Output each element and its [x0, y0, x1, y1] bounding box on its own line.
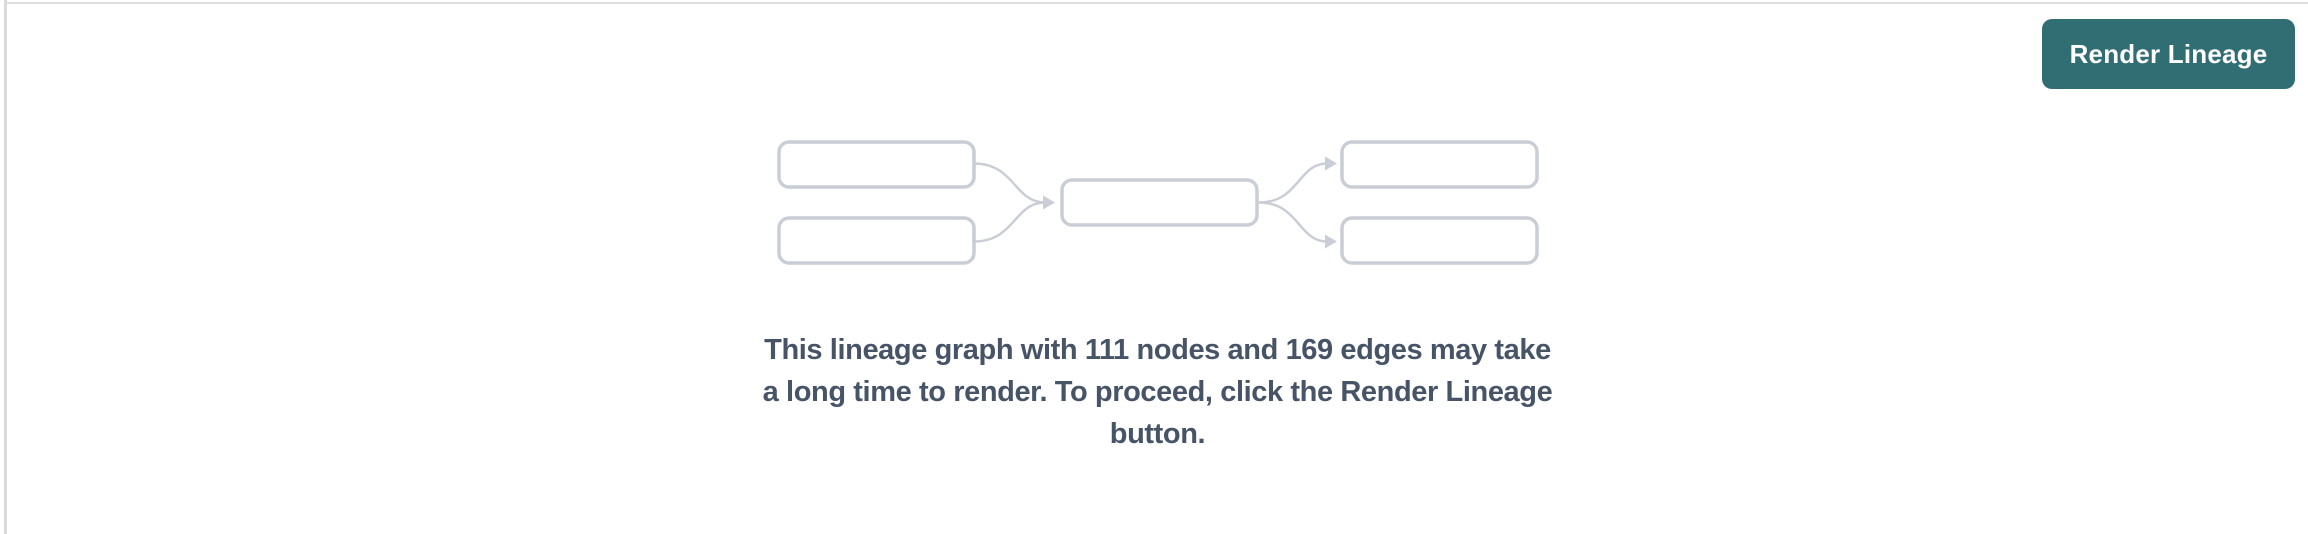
- arrowhead-center: [1042, 195, 1055, 210]
- arrowhead-topright: [1324, 156, 1337, 171]
- edge-bottomleft-to-center: [973, 201, 1045, 243]
- node-box-center: [1059, 178, 1259, 227]
- render-warning-message: This lineage graph with 111 nodes and 16…: [763, 329, 1553, 455]
- lineage-placeholder-graphic: [776, 140, 1539, 265]
- lineage-prompt-area: This lineage graph with 111 nodes and 16…: [7, 0, 2308, 534]
- render-lineage-button[interactable]: Render Lineage: [2042, 19, 2295, 89]
- left-divider: [4, 0, 7, 534]
- message-line-2: a long time to render. To proceed, click…: [762, 376, 1553, 408]
- message-line-1: This lineage graph with 111 nodes and 16…: [764, 334, 1551, 366]
- top-divider: [7, 2, 2308, 4]
- edge-topleft-to-center: [973, 162, 1045, 204]
- arrowhead-bottomright: [1324, 234, 1337, 249]
- message-line-3: button.: [1109, 418, 1206, 450]
- node-box-top-right: [1339, 140, 1539, 189]
- node-box-bottom-right: [1339, 216, 1539, 265]
- lineage-placeholder-svg: [776, 140, 1539, 265]
- edge-center-to-bottomright: [1258, 201, 1327, 243]
- node-box-top-left: [776, 140, 976, 189]
- edge-center-to-topright: [1258, 162, 1327, 204]
- node-box-bottom-left: [776, 216, 976, 265]
